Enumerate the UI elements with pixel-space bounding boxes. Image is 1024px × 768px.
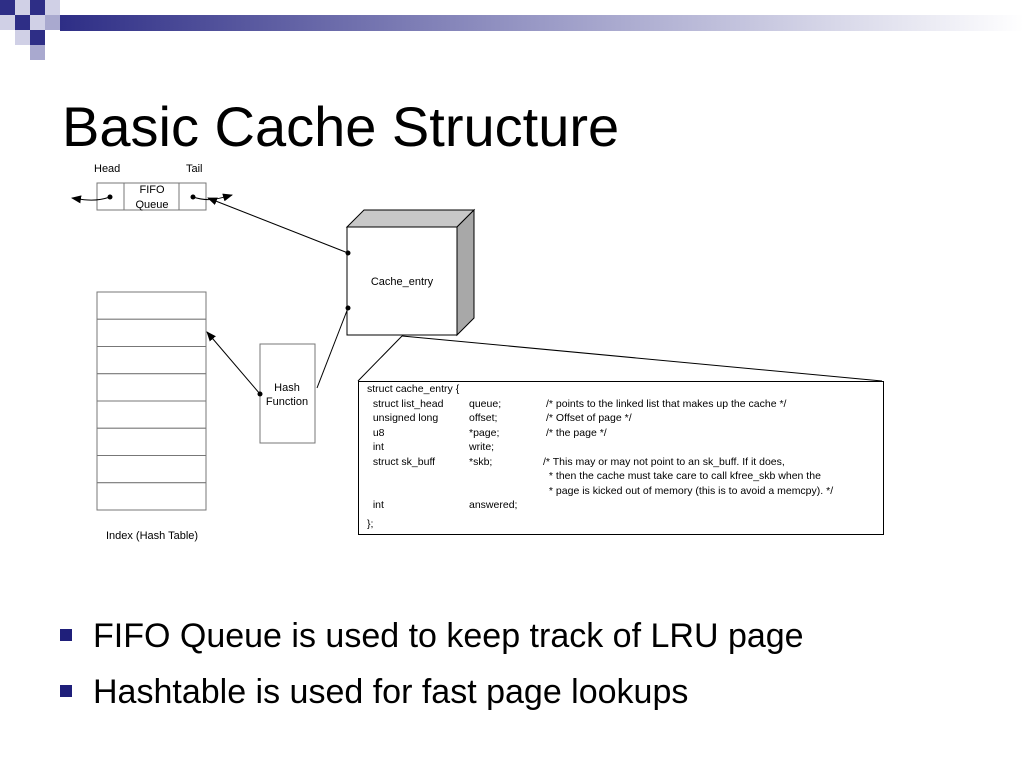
hash-table-slot: [96, 291, 207, 320]
hash-function-label-line2: Function: [266, 396, 308, 408]
queue-head-label: Head: [94, 163, 120, 175]
code-comment: /* points to the linked list that makes …: [546, 397, 787, 410]
bullet-item: Hashtable is used for fast page lookups: [60, 668, 804, 724]
fifo-queue-label-line1: FIFO: [139, 184, 164, 196]
code-field: queue;: [469, 397, 502, 410]
square-bullet-icon: [60, 629, 72, 641]
hash-table-slot: [96, 373, 207, 402]
code-comment: /* the page */: [546, 426, 607, 439]
hash-table-slot: [96, 318, 207, 347]
code-field: offset;: [469, 412, 498, 424]
code-field: write;: [469, 441, 495, 453]
bullet-item: FIFO Queue is used to keep track of LRU …: [60, 612, 804, 668]
code-comment: * then the cache must take care to call …: [546, 470, 821, 482]
bullet-list: FIFO Queue is used to keep track of LRU …: [60, 612, 804, 724]
code-type: u8: [367, 426, 385, 439]
hash-table-slot: [96, 482, 207, 511]
cache-to-hash-line: [316, 307, 349, 389]
hash-to-table-arrow: [206, 331, 261, 395]
cache-to-queue-arrow: [207, 197, 349, 254]
code-field: *skb;: [469, 455, 493, 468]
code-field: *page;: [469, 426, 500, 439]
hash-table-label: Index (Hash Table): [106, 530, 198, 542]
hash-function-label-line1: Hash: [274, 382, 300, 394]
code-comment: /* This may or may not point to an sk_bu…: [543, 455, 785, 468]
fifo-queue-label-line2: Queue: [135, 199, 168, 211]
cache-entry-label: Cache_entry: [371, 276, 434, 288]
hash-function-box: Hash Function: [257, 343, 316, 444]
code-type: int: [367, 499, 384, 511]
cache-entry-box: Cache_entry: [345, 208, 476, 337]
hash-table: [96, 291, 207, 511]
bullet-text: FIFO Queue is used to keep track of LRU …: [93, 617, 804, 655]
queue-tail-label: Tail: [186, 163, 203, 175]
slide-header-decoration: [0, 0, 1024, 60]
page-title: Basic Cache Structure: [62, 95, 620, 158]
cache-structure-diagram: Head Tail FIFO Queue Cache_entry Hash Fu…: [71, 163, 883, 542]
head-out-arrow: [71, 195, 111, 204]
code-type: struct list_head: [367, 397, 444, 410]
code-type: unsigned long: [367, 412, 439, 424]
bullet-text: Hashtable is used for fast page lookups: [93, 673, 689, 711]
code-type: };: [367, 518, 374, 530]
zoom-line-right: [401, 335, 883, 382]
struct-cache-entry-code: struct cache_entry { struct list_head que…: [358, 381, 884, 535]
code-type: struct cache_entry {: [367, 383, 460, 395]
code-comment: /* Offset of page */: [546, 412, 632, 424]
hash-table-slot: [96, 400, 207, 429]
code-comment: * page is kicked out of memory (this is …: [546, 484, 834, 497]
code-field: answered;: [469, 499, 518, 511]
code-type: struct sk_buff: [367, 455, 436, 468]
hash-table-slot: [96, 346, 207, 375]
square-bullet-icon: [60, 685, 72, 697]
code-type: int: [367, 441, 384, 453]
fifo-queue: Head Tail FIFO Queue: [71, 163, 233, 211]
hash-table-slot: [96, 427, 207, 456]
zoom-line-left: [357, 335, 403, 382]
hash-table-slot: [96, 455, 207, 484]
